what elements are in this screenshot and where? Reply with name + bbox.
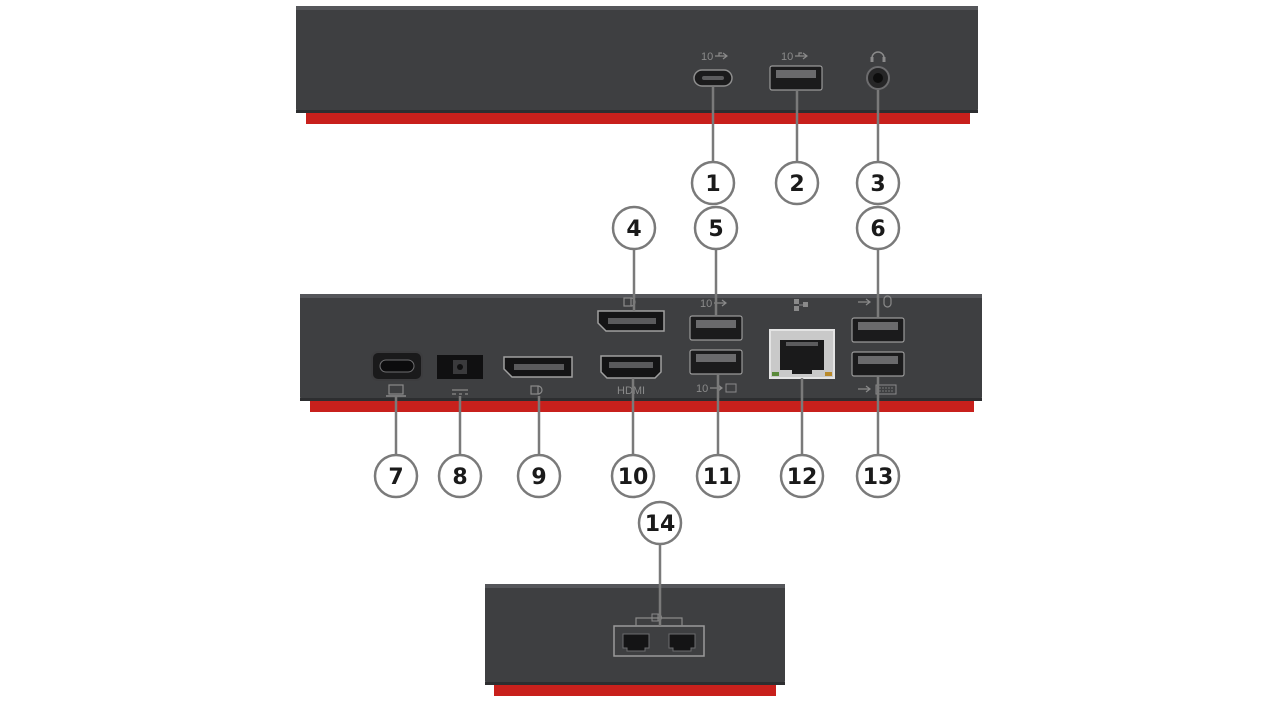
callout-5: 5 (693, 205, 739, 251)
callout-12: 12 (779, 453, 825, 499)
headphone-icon (870, 51, 886, 62)
svg-text:1: 1 (705, 172, 720, 197)
callouts: 1 2 3 4 5 6 7 8 (373, 160, 901, 546)
svg-text:8: 8 (452, 465, 467, 490)
svg-text:10: 10 (700, 298, 712, 310)
callout-6: 6 (855, 205, 901, 251)
svg-text:11: 11 (703, 465, 734, 490)
side-view (485, 584, 785, 696)
displayport-lower (503, 356, 573, 378)
hdmi-port (600, 355, 662, 379)
leader-lines (394, 87, 880, 626)
ethernet-port (769, 329, 835, 379)
network-icon (794, 299, 808, 311)
callout-14: 14 (637, 500, 683, 546)
callout-7: 7 (373, 453, 419, 499)
usb-a-port-rear-lower (689, 349, 743, 375)
usb-icon: 10 (700, 298, 727, 310)
svg-text:10: 10 (701, 51, 713, 63)
svg-text:2: 2 (789, 172, 804, 197)
hdmi-label: HDMI (617, 385, 645, 397)
usb-c-host-port (371, 351, 423, 381)
power-in-port (437, 355, 483, 379)
callout-4: 4 (611, 205, 657, 251)
usb-icon: 10 (781, 51, 808, 63)
mouse-icon (858, 295, 892, 308)
usb-icon: 10 (701, 51, 728, 63)
usb-icon: 10 (696, 383, 737, 395)
usb-a-port-keyboard (851, 351, 905, 377)
front-view: 10 10 (296, 6, 978, 124)
rear-view: HDMI 10 10 (300, 294, 982, 412)
svg-text:14: 14 (645, 512, 676, 537)
callout-3: 3 (855, 160, 901, 206)
svg-text:10: 10 (781, 51, 793, 63)
callout-1: 1 (690, 160, 736, 206)
usb-a-port-front (769, 65, 823, 91)
svg-text:3: 3 (870, 172, 885, 197)
svg-text:13: 13 (863, 465, 894, 490)
svg-text:7: 7 (388, 465, 403, 490)
callout-8: 8 (437, 453, 483, 499)
displayport-upper (597, 310, 665, 332)
svg-text:6: 6 (870, 217, 885, 242)
dc-power-icon (452, 389, 468, 395)
callout-10: 10 (610, 453, 656, 499)
callout-2: 2 (774, 160, 820, 206)
usb-c-port-front (693, 69, 733, 87)
usb-a-port-rear-upper (689, 315, 743, 341)
callout-11: 11 (695, 453, 741, 499)
svg-text:5: 5 (708, 217, 723, 242)
callout-9: 9 (516, 453, 562, 499)
svg-text:4: 4 (626, 217, 641, 242)
keyboard-icon (858, 384, 897, 395)
svg-text:10: 10 (618, 465, 649, 490)
displayport-icon (530, 385, 543, 395)
usb-a-port-mouse (851, 317, 905, 343)
svg-text:10: 10 (696, 383, 708, 395)
svg-text:9: 9 (531, 465, 546, 490)
audio-jack (866, 66, 890, 90)
callout-13: 13 (855, 453, 901, 499)
svg-text:12: 12 (787, 465, 818, 490)
